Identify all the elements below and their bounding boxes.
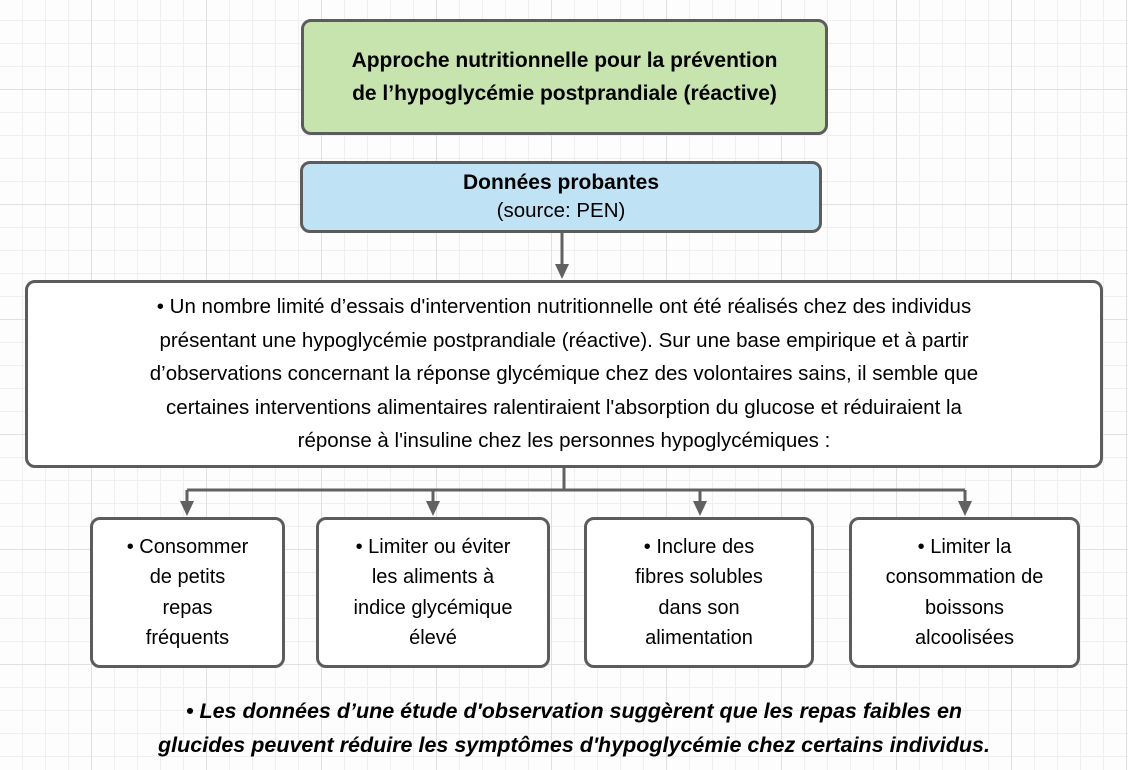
arrowhead-3 [693, 501, 707, 516]
intervention-node-small-meals: • Consommer de petits repas fréquents [90, 517, 285, 668]
arrowhead-2 [426, 501, 440, 516]
intervention-label: • Inclure des fibres solubles dans son a… [635, 535, 763, 650]
evidence-node-subtitle: (source: PEN) [496, 199, 626, 222]
intervention-node-glycemic-index: • Limiter ou éviter les aliments à indic… [316, 517, 550, 668]
footnote-text: • Les données d’une étude d'observation … [158, 699, 990, 757]
intervention-node-soluble-fibers: • Inclure des fibres solubles dans son a… [584, 517, 814, 668]
title-node-label: Approche nutritionnelle pour la préventi… [351, 49, 778, 105]
arrowhead-evidence-to-summary [555, 264, 569, 279]
summary-node: • Un nombre limité d’essais d'interventi… [25, 280, 1103, 468]
intervention-label: • Limiter la consommation de boissons al… [885, 535, 1044, 650]
intervention-node-alcohol: • Limiter la consommation de boissons al… [849, 517, 1080, 668]
arrowhead-4 [958, 501, 972, 516]
evidence-node-title: Données probantes [462, 171, 660, 194]
title-node: Approche nutritionnelle pour la préventi… [301, 19, 828, 135]
arrowhead-1 [180, 501, 194, 516]
evidence-node: Données probantes (source: PEN) [300, 161, 822, 233]
summary-node-label: • Un nombre limité d’essais d'interventi… [149, 295, 979, 453]
intervention-label: • Consommer de petits repas fréquents [126, 535, 249, 650]
intervention-label: • Limiter ou éviter les aliments à indic… [353, 535, 513, 650]
